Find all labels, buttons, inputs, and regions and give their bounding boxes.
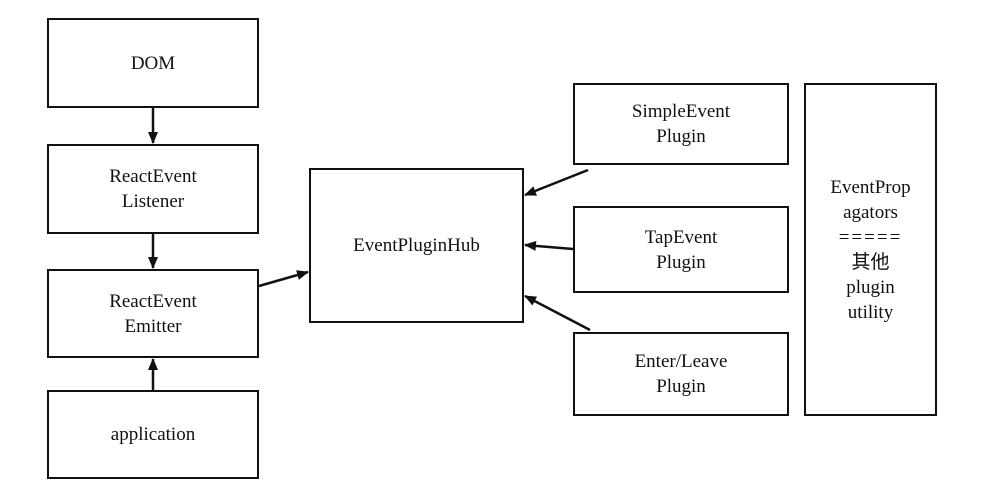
enter-leave-plugin-node: Enter/Leave Plugin <box>573 332 789 416</box>
event-propagators-label-line-4: 其他 <box>851 251 890 273</box>
application-node: application <box>47 390 259 479</box>
event-propagators-label-line-2: agators <box>843 201 898 223</box>
tap-event-plugin-label-line-1: TapEvent <box>644 226 718 248</box>
tap-event-plugin-label-line-2: Plugin <box>656 251 706 273</box>
event-propagators-label-line-1: EventProp <box>830 176 911 198</box>
event-plugin-hub-node: EventPluginHub <box>309 168 524 323</box>
event-propagators-separator: ===== <box>838 226 903 248</box>
arrow-enter-leave-plugin-to-hub <box>524 294 591 332</box>
event-propagators-label-line-6: utility <box>847 301 894 323</box>
event-propagators-node: EventProp agators ===== 其他 plugin utilit… <box>804 83 937 416</box>
event-propagators-label-line-5: plugin <box>846 276 895 298</box>
simple-event-plugin-node: SimpleEvent Plugin <box>573 83 789 165</box>
tap-event-plugin-node: TapEvent Plugin <box>573 206 789 293</box>
react-event-emitter-label-line-1: ReactEvent <box>109 290 197 312</box>
arrow-simple-plugin-to-hub <box>524 168 589 197</box>
dom-node: DOM <box>47 18 259 108</box>
react-event-emitter-node: ReactEvent Emitter <box>47 269 259 358</box>
enter-leave-plugin-label-line-2: Plugin <box>656 376 706 397</box>
react-event-listener-node: ReactEvent Listener <box>47 144 259 234</box>
enter-leave-plugin-label-line-1: Enter/Leave <box>634 351 728 372</box>
event-plugin-hub-label: EventPluginHub <box>353 235 480 256</box>
simple-event-plugin-label-line-2: Plugin <box>656 126 706 147</box>
dom-node-label: DOM <box>130 52 176 74</box>
arrow-tap-plugin-to-hub <box>524 240 574 251</box>
react-event-listener-label-line-2: Listener <box>121 191 185 212</box>
simple-event-plugin-label-line-1: SimpleEvent <box>631 101 731 122</box>
react-event-listener-label-line-1: ReactEvent <box>109 166 197 187</box>
arrow-emitter-to-hub <box>258 270 309 288</box>
application-node-label: application <box>110 424 196 445</box>
react-event-emitter-label-line-2: Emitter <box>124 315 182 337</box>
